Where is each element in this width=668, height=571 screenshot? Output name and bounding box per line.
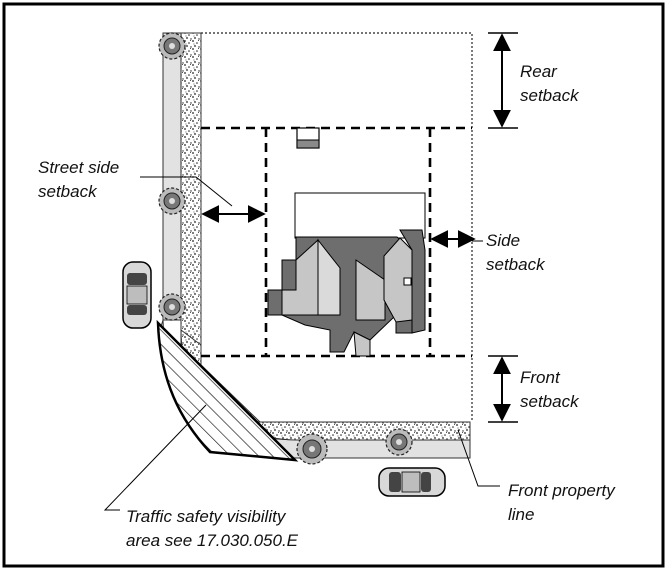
- setback-lines: [201, 126, 472, 358]
- car-icon: [122, 261, 152, 329]
- tree-icon: [158, 293, 186, 321]
- traffic-safety-label: Traffic safety visibility area see 17.03…: [126, 507, 299, 550]
- tree-icon: [158, 187, 186, 215]
- front-property-line-label: Front property line: [508, 481, 620, 524]
- tree-icon: [385, 428, 413, 456]
- traffic-safety-area: [156, 319, 299, 462]
- street-side-setback-label: Street side setback: [38, 158, 124, 201]
- setback-arrows: [201, 32, 518, 423]
- house: [267, 192, 426, 357]
- tree-icon: [158, 32, 186, 60]
- side-setback-label: Side setback: [486, 231, 546, 274]
- front-setback-label: Front setback: [520, 368, 580, 411]
- leader-lines: [103, 176, 500, 511]
- tree-icon: [296, 433, 328, 465]
- shed: [296, 127, 320, 149]
- rear-setback-label: Rear setback: [520, 62, 580, 105]
- car-icon: [378, 467, 446, 497]
